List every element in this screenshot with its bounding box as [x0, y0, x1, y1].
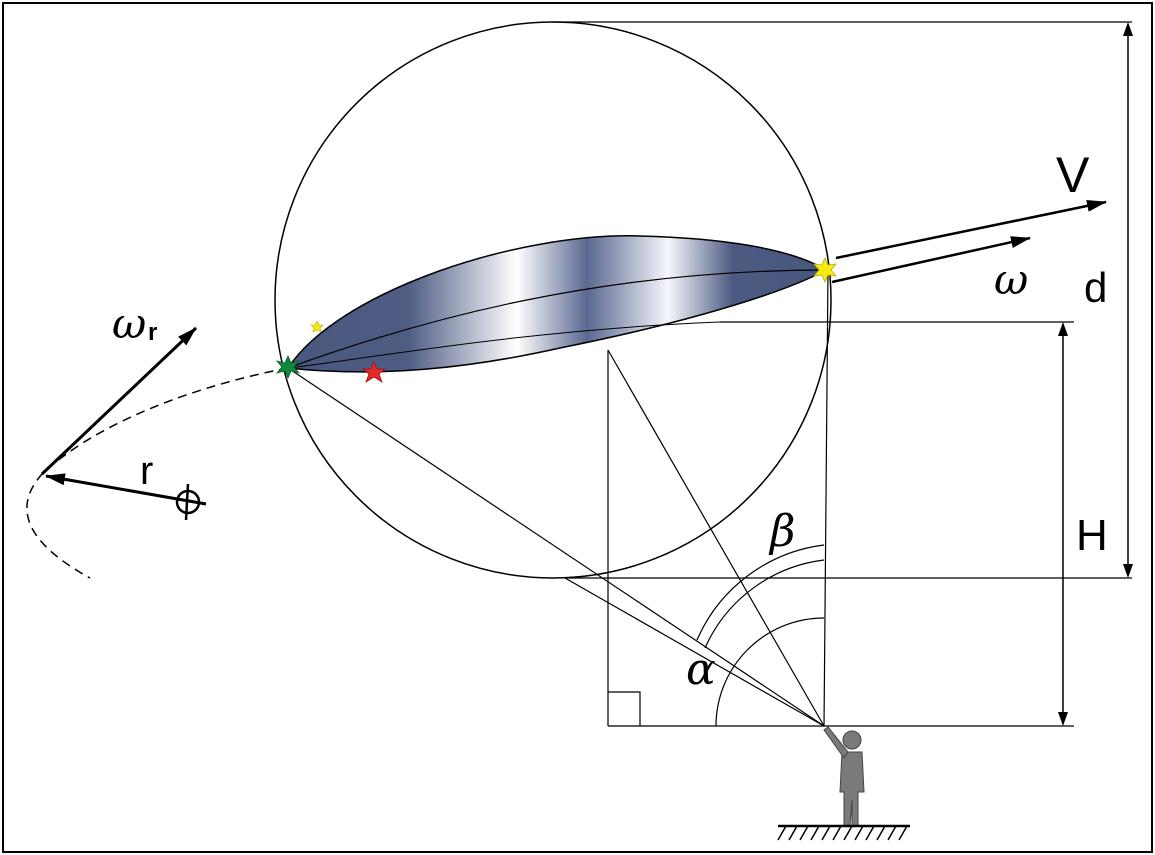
- plane-lower-edge: [287, 321, 721, 369]
- label-alpha: α: [686, 644, 716, 695]
- ellipse-center-arc: [287, 269, 827, 369]
- red-star-icon: [361, 360, 387, 383]
- vertical-end-line: [823, 269, 829, 727]
- label-omega: ω: [994, 255, 1028, 304]
- trajectory-ellipse: [286, 235, 828, 373]
- d-arrow-top: [1123, 22, 1133, 36]
- label-omega-r: ω: [112, 299, 146, 348]
- ground-hatch-icon: [777, 824, 910, 841]
- label-omega-r-subscript: r: [148, 319, 157, 346]
- label-d: d: [1084, 264, 1107, 311]
- sightline-horizon: [564, 577, 825, 727]
- label-beta: β: [768, 506, 795, 557]
- phi-stroke-icon: [184, 483, 190, 521]
- approach-orbit-dashed: [26, 367, 289, 579]
- sightline-middle: [607, 349, 825, 727]
- beta-arc-outer: [696, 544, 825, 641]
- velocity-vector: [835, 199, 1107, 260]
- green-star-icon: [275, 354, 301, 380]
- yellow-star-large-icon: [813, 256, 837, 284]
- beta-arc-inner: [704, 559, 825, 649]
- alpha-arc: [715, 617, 825, 727]
- angular-velocity-vector: [831, 236, 1031, 284]
- label-H: H: [1076, 511, 1108, 560]
- r-vector: [45, 473, 207, 506]
- sightline-start: [287, 367, 825, 727]
- H-arrow-bottom: [1058, 712, 1068, 726]
- yellow-star-small-icon: [310, 320, 324, 333]
- person-icon: [823, 726, 865, 827]
- label-V: V: [1056, 147, 1090, 203]
- right-angle-mark: [608, 691, 641, 726]
- omega-r-vector: [40, 326, 198, 476]
- H-arrow-top: [1058, 322, 1068, 336]
- label-r: r: [140, 449, 153, 493]
- d-arrow-bottom: [1123, 564, 1133, 578]
